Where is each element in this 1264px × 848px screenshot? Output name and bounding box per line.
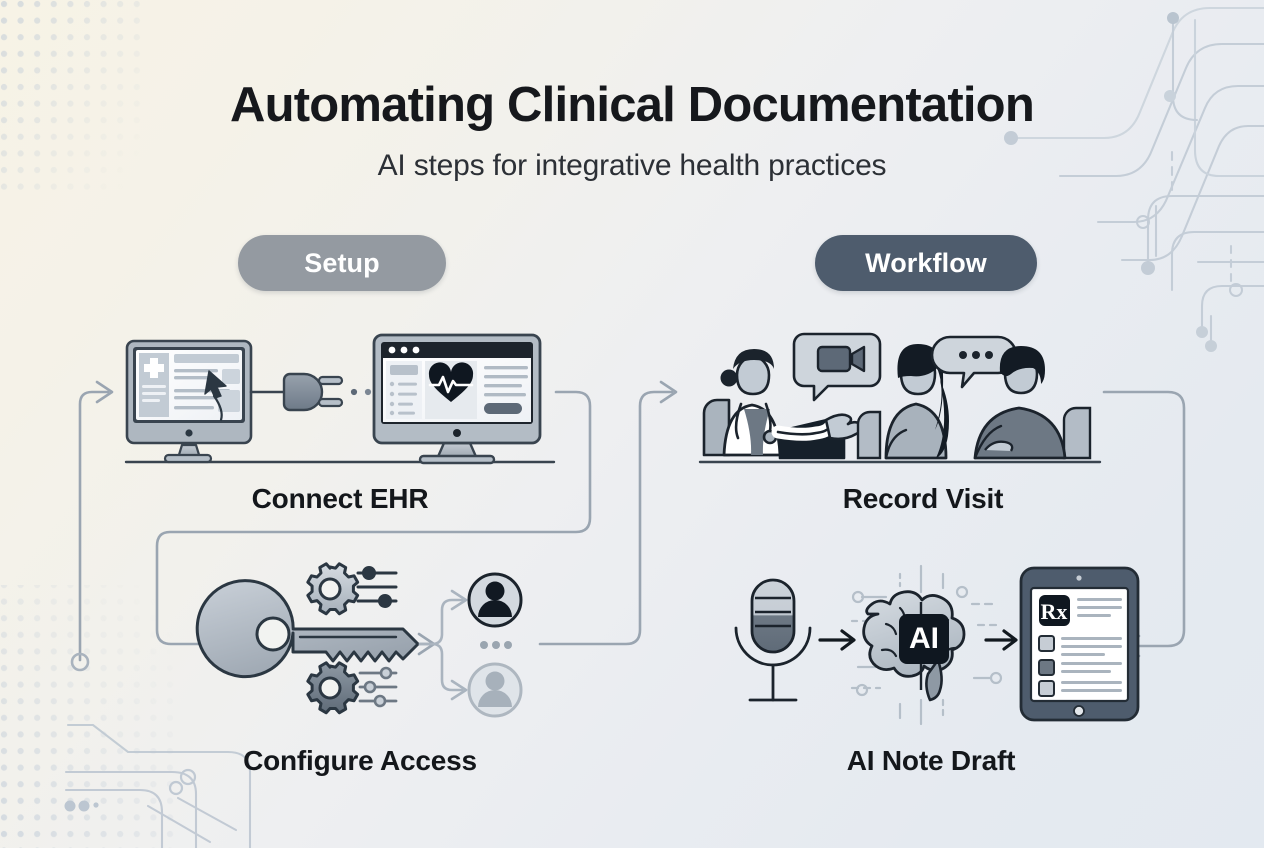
monitor-browser-icon	[372, 333, 542, 465]
key-icon	[195, 579, 420, 679]
medical-cross-icon	[144, 358, 164, 378]
heart-pulse-icon	[428, 362, 474, 402]
header: Automating Clinical Documentation AI ste…	[0, 0, 1264, 183]
rx-icon: Rx	[1039, 595, 1070, 626]
step-label-connect-ehr: Connect EHR	[251, 483, 429, 514]
arrow-right-icon-2	[984, 629, 1018, 651]
monitor-ehr-icon	[125, 339, 253, 464]
connector-entry-endpoint	[70, 652, 90, 672]
doctor-icon	[702, 349, 863, 460]
connector-step2-to-step3-arrow	[659, 380, 678, 404]
section-badge-workflow: Workflow	[815, 235, 1037, 291]
step-label-configure-access: Configure Access	[243, 745, 477, 776]
ai-badge-label: AI	[909, 622, 939, 655]
connector-step2-to-step3	[538, 390, 674, 646]
slider-settings-icon-lower-lines	[358, 666, 398, 708]
gear-icon-upper	[306, 562, 360, 616]
step-label-ai-note-draft: AI Note Draft	[846, 745, 1016, 776]
user-avatar-icon-primary	[467, 572, 523, 628]
power-plug-icon	[249, 372, 385, 412]
arrow-right-icon-1	[818, 629, 856, 651]
cursor-arrow-icon	[204, 370, 227, 422]
circuit-traces-bottom-left	[64, 723, 252, 848]
connector-step1-to-step2	[155, 390, 592, 646]
dot-grid-top-left	[0, 0, 150, 190]
patient-icon-2	[973, 346, 1092, 460]
connector-entry-arrow	[95, 380, 114, 404]
rx-label: Rx	[1041, 599, 1068, 624]
access-branch-connector	[418, 589, 468, 701]
user-avatar-icon-secondary	[467, 662, 523, 718]
avatar-ellipsis-icon	[480, 641, 512, 649]
step-label-record-visit: Record Visit	[842, 483, 1004, 514]
connector-step3-to-step4	[1102, 390, 1186, 648]
brain-icon: AI	[862, 590, 966, 702]
section-badge-setup: Setup	[238, 235, 446, 291]
slider-settings-icon-upper	[356, 566, 398, 608]
tablet-icon: Rx	[1019, 566, 1140, 722]
patient-icon-1	[856, 344, 949, 460]
video-camera-bubble-icon	[792, 332, 882, 402]
microphone-icon	[734, 578, 812, 702]
gear-icon-lower	[306, 661, 360, 715]
brain-circuit-decoration	[850, 564, 1003, 726]
circuit-nodes-top-right	[1004, 12, 1243, 352]
circuit-nodes-bottom-left	[64, 768, 197, 812]
page-subtitle: AI steps for integrative health practice…	[377, 149, 887, 183]
page-title: Automating Clinical Documentation	[230, 78, 1035, 132]
chat-bubble-icon	[930, 335, 1018, 389]
connector-entry	[78, 390, 110, 662]
